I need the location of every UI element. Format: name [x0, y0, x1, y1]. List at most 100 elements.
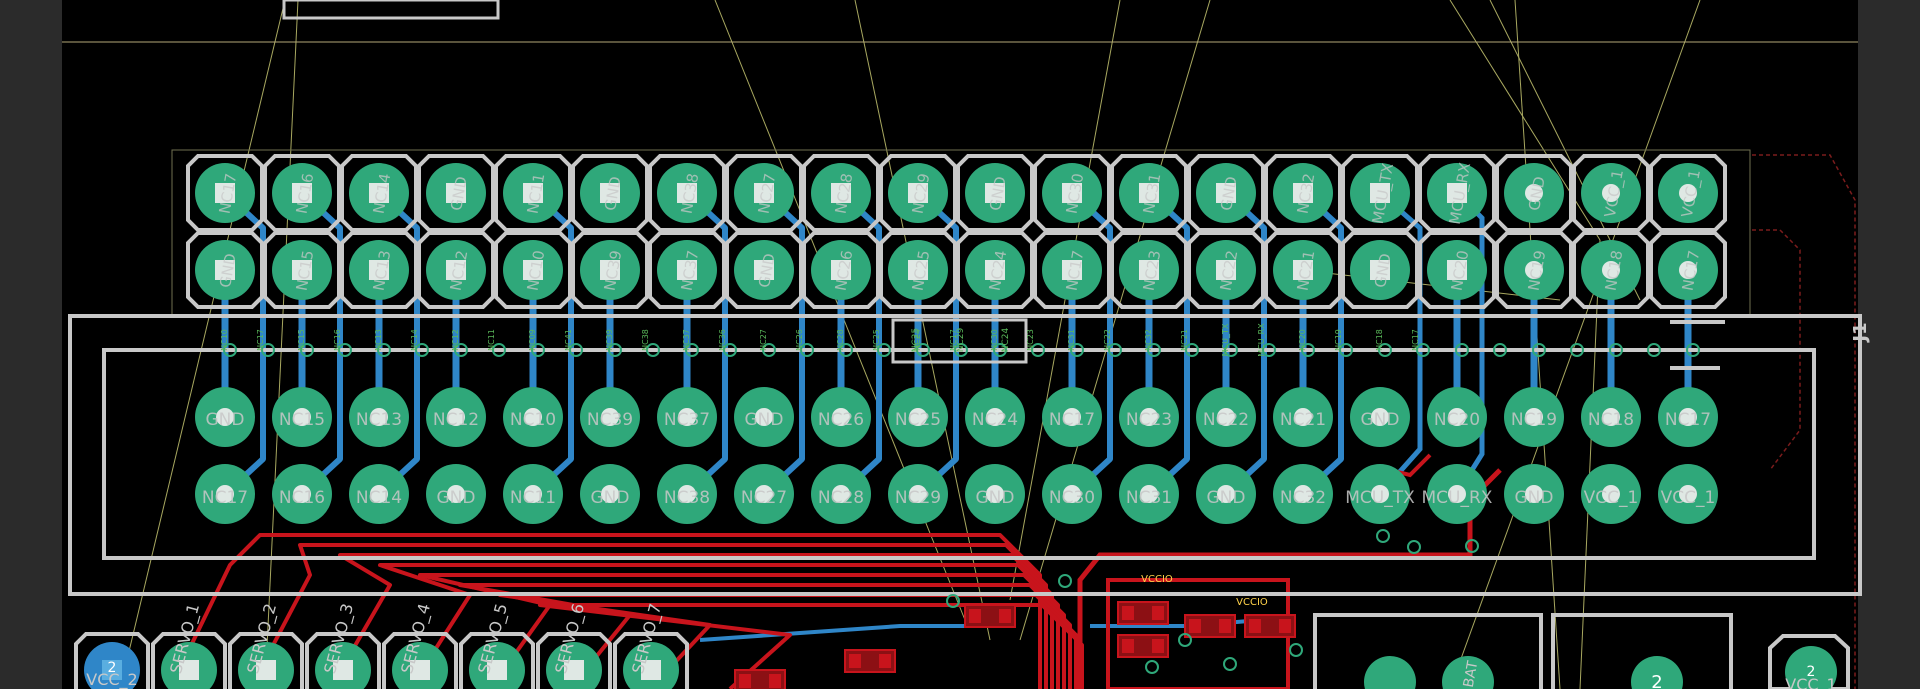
smd-pad[interactable]: [999, 609, 1011, 623]
via[interactable]: [1185, 343, 1199, 357]
via[interactable]: [946, 594, 960, 608]
via[interactable]: [300, 343, 314, 357]
pad-label-lower-a: NC13: [356, 410, 402, 430]
smd-pad[interactable]: [769, 674, 781, 688]
pad-outline: [1110, 154, 1188, 232]
via[interactable]: [1223, 657, 1237, 671]
via[interactable]: [1378, 343, 1392, 357]
via[interactable]: [954, 343, 968, 357]
component-pad[interactable]: [1442, 656, 1494, 689]
pad-drill: [410, 660, 430, 680]
via-net-label: MCU_TX: [1221, 323, 1230, 356]
via[interactable]: [1570, 343, 1584, 357]
servo-pad-outline: [305, 632, 381, 689]
via[interactable]: [1070, 343, 1084, 357]
component-pad[interactable]: [1631, 656, 1683, 689]
pad-drill: [1294, 408, 1312, 426]
net-label-vccio: VCCIO: [1141, 574, 1173, 585]
via[interactable]: [685, 343, 699, 357]
via[interactable]: [415, 343, 429, 357]
via[interactable]: [1147, 343, 1161, 357]
via[interactable]: [454, 343, 468, 357]
smd-pad[interactable]: [879, 654, 891, 668]
via[interactable]: [492, 343, 506, 357]
via[interactable]: [1224, 343, 1238, 357]
smd-pad[interactable]: [1249, 619, 1261, 633]
pad-drill: [678, 408, 696, 426]
via[interactable]: [839, 343, 853, 357]
smd-pad[interactable]: [739, 674, 751, 688]
pad-outline: [879, 231, 957, 309]
via[interactable]: [1493, 343, 1507, 357]
via[interactable]: [1455, 343, 1469, 357]
via[interactable]: [1609, 343, 1623, 357]
component-pad[interactable]: [1785, 646, 1837, 689]
via[interactable]: [723, 343, 737, 357]
via[interactable]: [993, 343, 1007, 357]
via[interactable]: [1289, 643, 1303, 657]
via[interactable]: [338, 343, 352, 357]
smd-pad[interactable]: [849, 654, 861, 668]
via[interactable]: [1178, 633, 1192, 647]
via[interactable]: [800, 343, 814, 357]
pad-drill: [1602, 408, 1620, 426]
via-net-label: NC25: [872, 329, 881, 351]
via-net-label: NC18: [1375, 329, 1384, 351]
via[interactable]: [646, 343, 660, 357]
smd-pad[interactable]: [969, 609, 981, 623]
via[interactable]: [261, 343, 275, 357]
via[interactable]: [531, 343, 545, 357]
via[interactable]: [608, 343, 622, 357]
pads-layer[interactable]: [84, 163, 1837, 689]
pad-outline: [1649, 154, 1727, 232]
via[interactable]: [1145, 660, 1159, 674]
via[interactable]: [1031, 343, 1045, 357]
via[interactable]: [916, 343, 930, 357]
pad-outline: [1572, 154, 1650, 232]
smd-pad[interactable]: [1219, 619, 1231, 633]
via[interactable]: [223, 343, 237, 357]
via[interactable]: [1108, 343, 1122, 357]
via[interactable]: [1301, 343, 1315, 357]
via[interactable]: [877, 343, 891, 357]
via-net-label: NC31: [1067, 329, 1076, 351]
pad-label-lower-b: NC14: [356, 488, 402, 508]
via-net-label: NC32: [1144, 329, 1153, 351]
pad-label-lower-b: GND: [976, 488, 1015, 508]
via[interactable]: [1686, 343, 1700, 357]
pad-drill: [677, 183, 697, 203]
via[interactable]: [1416, 343, 1430, 357]
smd-pad[interactable]: [1279, 619, 1291, 633]
pad-drill: [1063, 408, 1081, 426]
via[interactable]: [1058, 574, 1072, 588]
via[interactable]: [1376, 529, 1390, 543]
via[interactable]: [1465, 539, 1479, 553]
via[interactable]: [377, 343, 391, 357]
via-net-label: NC20: [1298, 329, 1307, 351]
via[interactable]: [1262, 343, 1276, 357]
smd-pad[interactable]: [1189, 619, 1201, 633]
via-net-label: NC36: [718, 329, 727, 351]
via-net-label: NC26: [795, 329, 804, 351]
smd-pad[interactable]: [1152, 639, 1164, 653]
pad-label-lower-b: NC38: [664, 488, 710, 508]
pad-label-upper-a: GND: [1525, 175, 1549, 212]
pad-outline: [1187, 154, 1265, 232]
via[interactable]: [1339, 343, 1353, 357]
pad-drill: [215, 260, 235, 280]
smd-pad[interactable]: [1122, 606, 1134, 620]
connector-net-label: NC24: [1001, 327, 1011, 352]
via[interactable]: [1407, 540, 1421, 554]
via[interactable]: [1647, 343, 1661, 357]
via[interactable]: [762, 343, 776, 357]
pad-drill: [1370, 260, 1390, 280]
component-pad[interactable]: [1364, 656, 1416, 689]
via[interactable]: [569, 343, 583, 357]
via[interactable]: [1532, 343, 1546, 357]
smd-pad[interactable]: [1122, 639, 1134, 653]
pad-drill: [564, 660, 584, 680]
pad-label-upper-a: GND: [601, 175, 625, 212]
smd-pad[interactable]: [1152, 606, 1164, 620]
